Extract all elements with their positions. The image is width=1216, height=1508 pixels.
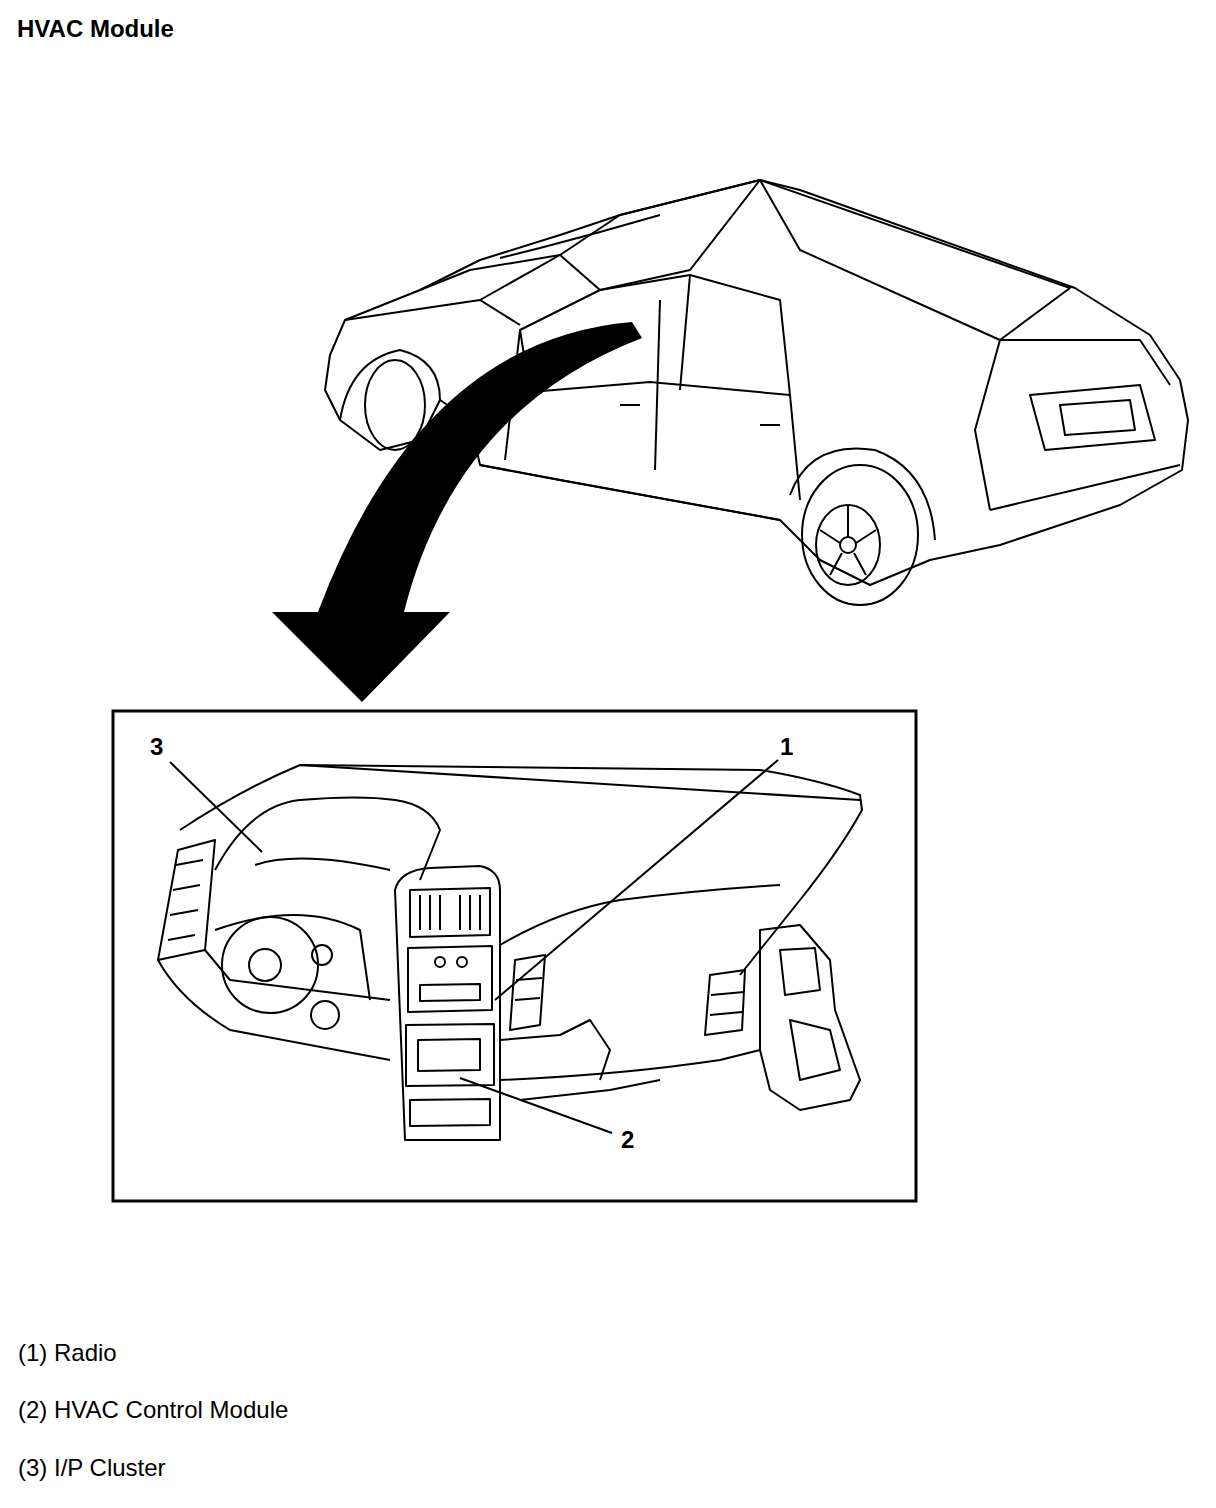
car-drawing xyxy=(325,180,1188,605)
part-name: (1) Radio xyxy=(18,1339,117,1367)
part-name: (2) HVAC Control Module xyxy=(18,1396,288,1424)
page-title: HVAC Module xyxy=(17,15,174,43)
leader-line xyxy=(170,760,778,1133)
callout-number: 2 xyxy=(621,1126,634,1154)
pointer-arrow xyxy=(318,322,642,612)
callout-number: 3 xyxy=(150,733,163,761)
pointer-arrow xyxy=(272,612,450,702)
part-name: (3) I/P Cluster xyxy=(18,1454,166,1482)
callout-number: 1 xyxy=(780,733,793,761)
dashboard-drawing xyxy=(158,765,862,1140)
inset-frame xyxy=(113,711,916,1201)
